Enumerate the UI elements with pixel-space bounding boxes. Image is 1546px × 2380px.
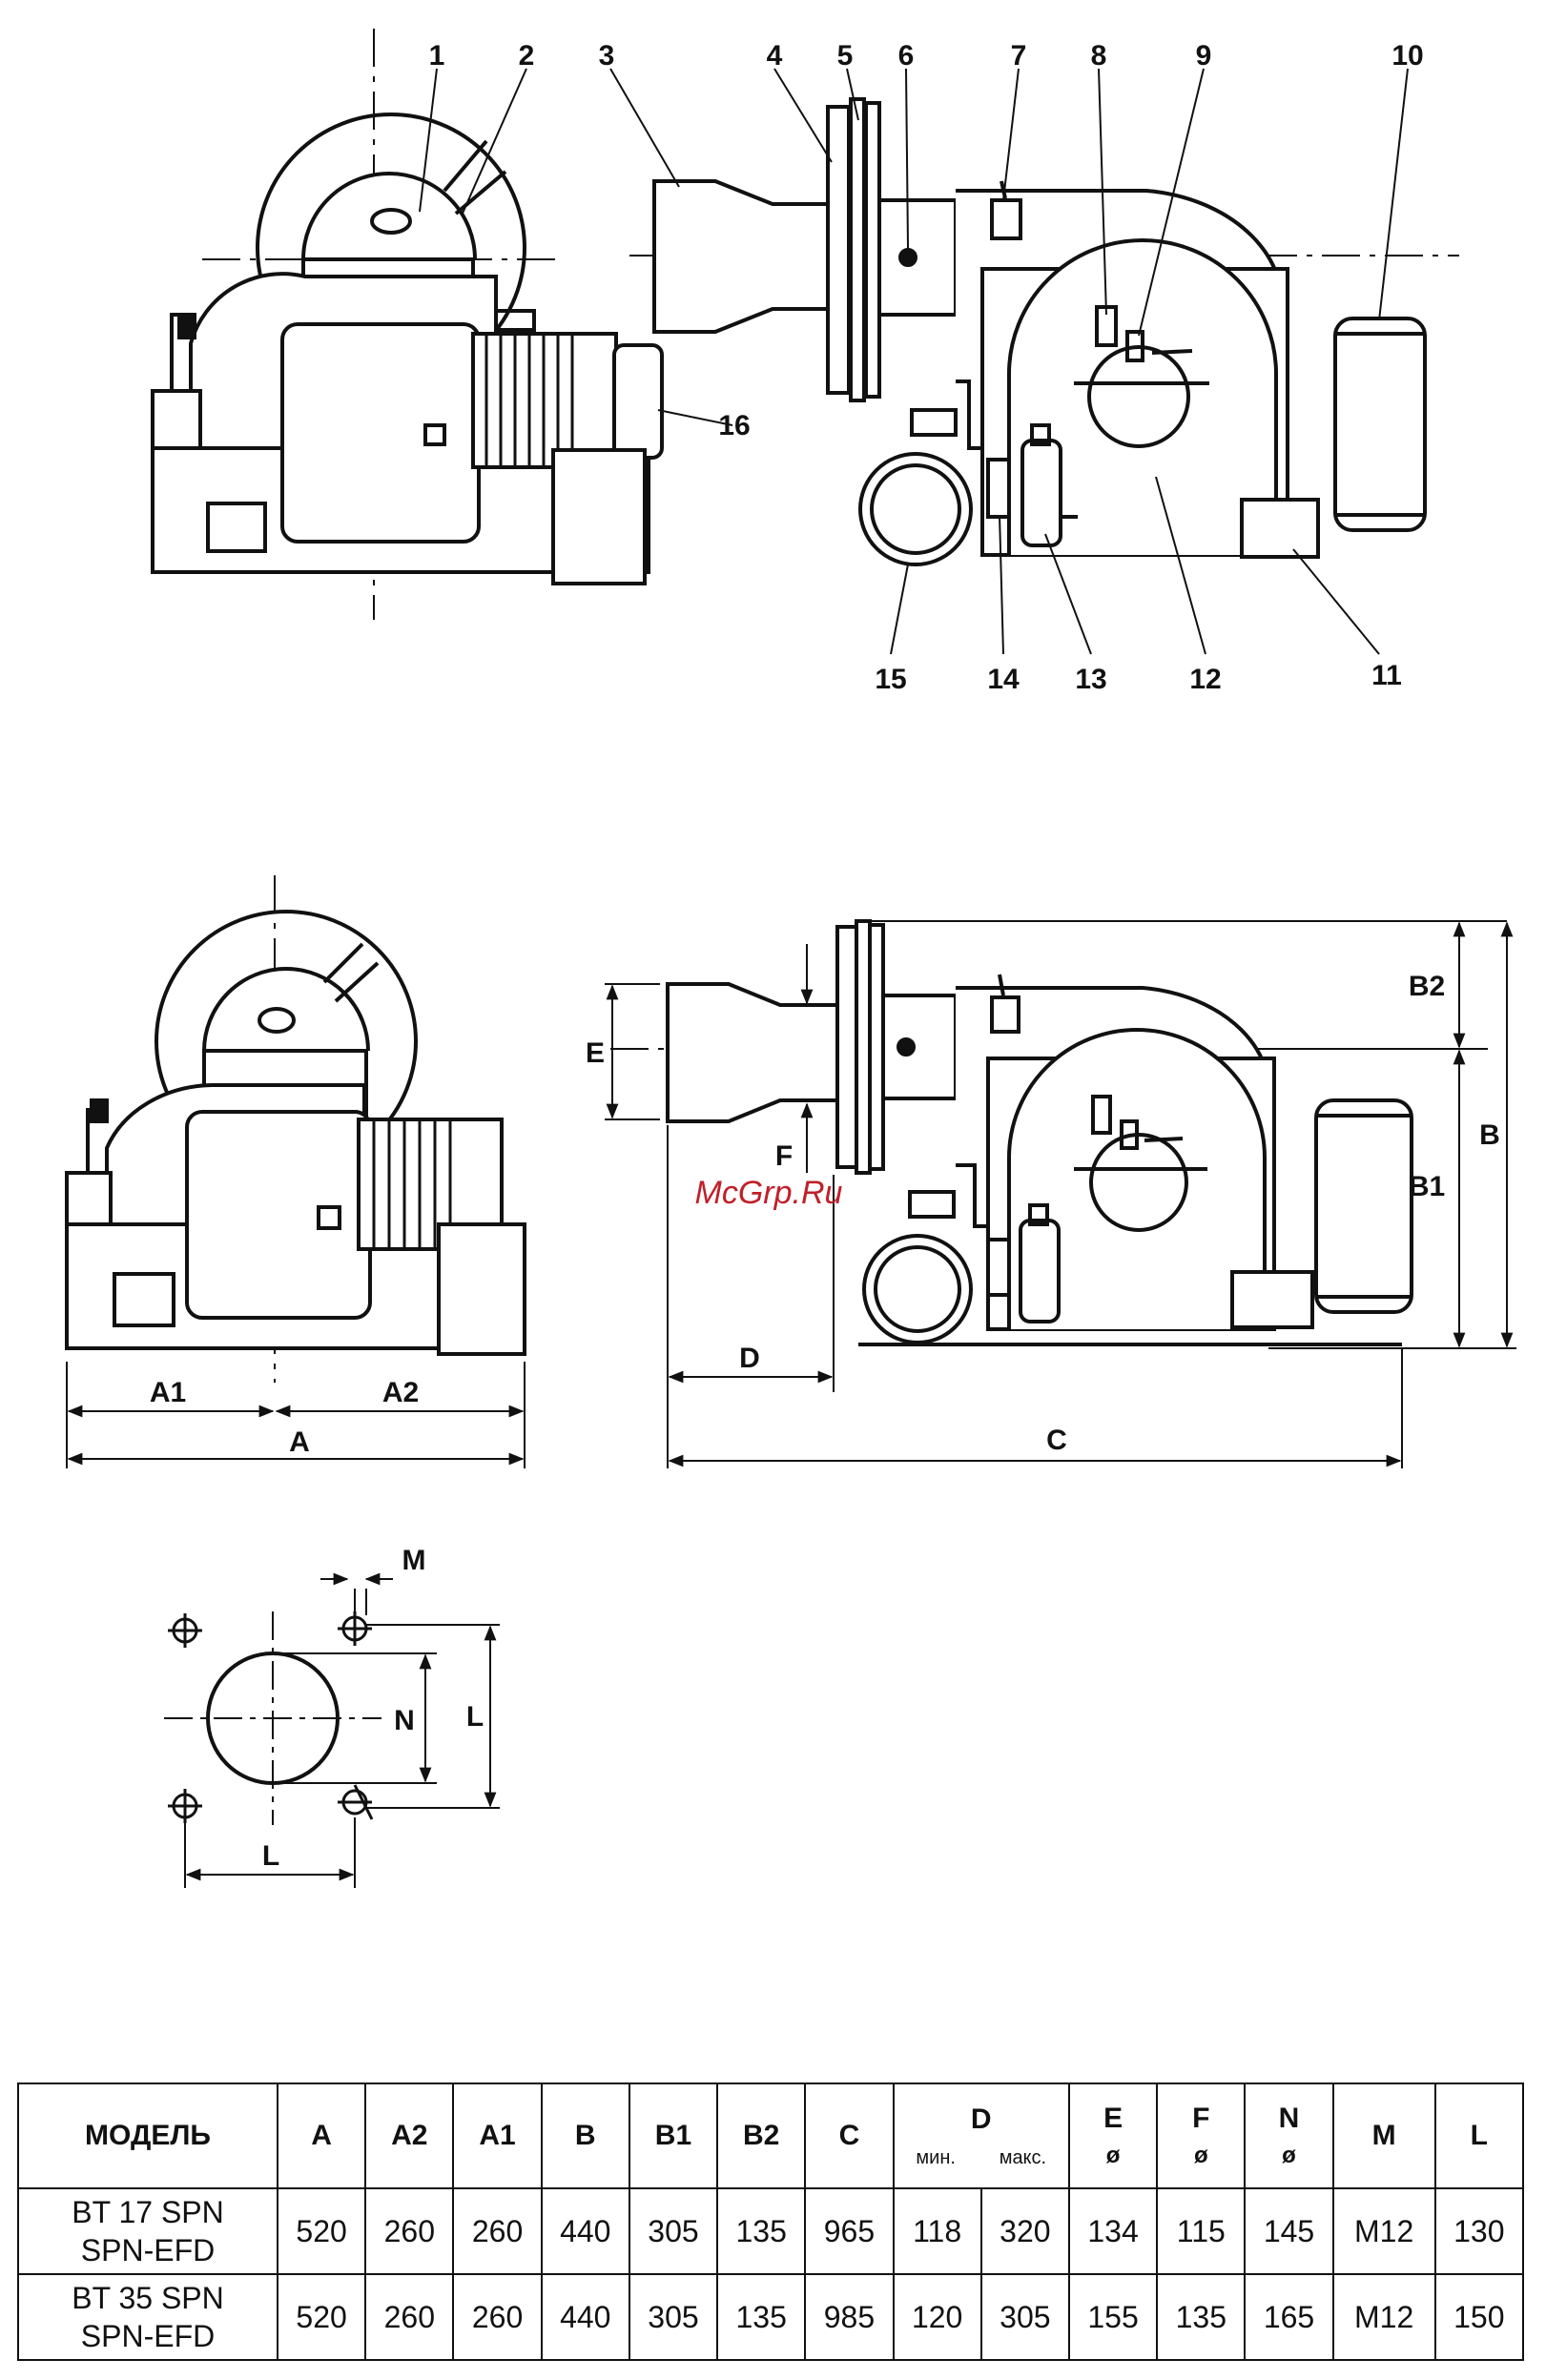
cell-l: 150: [1435, 2274, 1523, 2360]
dim-e-label: E: [586, 1037, 605, 1069]
header-e-title: E: [1103, 2103, 1123, 2134]
callout-16: 16: [718, 410, 750, 441]
front-view-top: [153, 29, 662, 620]
model-variant: SPN-EFD: [81, 2319, 215, 2353]
callout-6: 6: [898, 40, 915, 72]
header-e: E ø: [1069, 2083, 1157, 2188]
callout-11: 11: [1371, 660, 1402, 691]
header-a2: A2: [365, 2083, 453, 2188]
header-f-diameter: ø: [1158, 2143, 1244, 2169]
header-d-min: мин.: [916, 2147, 956, 2169]
cell-f: 135: [1157, 2274, 1245, 2360]
cell-b1: 305: [629, 2188, 717, 2274]
dim-b1-label: B1: [1409, 1171, 1445, 1202]
header-n-title: N: [1279, 2103, 1300, 2134]
header-c: C: [805, 2083, 893, 2188]
callout-14: 14: [987, 664, 1020, 695]
side-view-dimensioned: [610, 921, 1450, 1344]
header-m: M: [1333, 2083, 1435, 2188]
flange-mounting-pattern: [164, 1611, 381, 1825]
cell-b2: 135: [717, 2274, 805, 2360]
callout-8: 8: [1091, 40, 1107, 72]
callout-10: 10: [1391, 40, 1423, 72]
cell-c: 965: [805, 2188, 893, 2274]
table-row: BT 17 SPN SPN-EFD 520 260 260 440 305 135…: [18, 2188, 1523, 2274]
dim-b-label: B: [1479, 1119, 1500, 1151]
callout-3: 3: [599, 40, 615, 72]
model-name: BT 35 SPN: [72, 2281, 223, 2315]
cell-e: 134: [1069, 2188, 1157, 2274]
dim-a-label: A: [289, 1426, 310, 1458]
watermark: McGrp.Ru: [695, 1175, 843, 1211]
header-a: A: [278, 2083, 365, 2188]
cell-b1: 305: [629, 2274, 717, 2360]
callout-9: 9: [1196, 40, 1212, 72]
cell-f: 115: [1157, 2188, 1245, 2274]
header-n-diameter: ø: [1246, 2143, 1331, 2169]
callout-15: 15: [875, 664, 906, 695]
cell-a: 520: [278, 2274, 365, 2360]
cell-c: 985: [805, 2274, 893, 2360]
callout-12: 12: [1189, 664, 1221, 695]
callout-7: 7: [1011, 40, 1027, 72]
cell-model: BT 17 SPN SPN-EFD: [18, 2188, 278, 2274]
front-view-dimensioned: [67, 875, 525, 1383]
header-d-title: D: [971, 2103, 992, 2135]
header-f: F ø: [1157, 2083, 1245, 2188]
table-header-row: МОДЕЛЬ A A2 A1 B B1 B2 C D мин. макс. E …: [18, 2083, 1523, 2188]
header-d: D мин. макс.: [894, 2083, 1069, 2188]
cell-a: 520: [278, 2188, 365, 2274]
cell-a2: 260: [365, 2274, 453, 2360]
technical-drawing: 1 2 3 4 5 6 7 8 9 10 11 12 13 14 15 16: [0, 0, 1546, 2082]
cell-b2: 135: [717, 2188, 805, 2274]
header-e-diameter: ø: [1070, 2143, 1156, 2169]
dim-a2-label: A2: [382, 1377, 419, 1408]
header-l: L: [1435, 2083, 1523, 2188]
cell-m: M12: [1333, 2188, 1435, 2274]
callout-4: 4: [767, 40, 783, 72]
cell-n: 165: [1245, 2274, 1332, 2360]
cell-b: 440: [542, 2188, 629, 2274]
cell-d-min: 120: [894, 2274, 981, 2360]
dim-m-label: M: [402, 1545, 426, 1576]
cell-l: 130: [1435, 2188, 1523, 2274]
header-a1: A1: [453, 2083, 541, 2188]
header-model: МОДЕЛЬ: [18, 2083, 278, 2188]
dim-d-label: D: [739, 1343, 760, 1374]
cell-a2: 260: [365, 2188, 453, 2274]
header-b2: B2: [717, 2083, 805, 2188]
dim-c-label: C: [1046, 1425, 1067, 1456]
dim-n-label: N: [394, 1705, 415, 1736]
cell-m: M12: [1333, 2274, 1435, 2360]
header-d-max: макс.: [1000, 2147, 1046, 2169]
dim-l-vertical-label: L: [466, 1701, 484, 1733]
cell-n: 145: [1245, 2188, 1332, 2274]
cell-d-max: 305: [981, 2274, 1069, 2360]
dim-l-label: L: [262, 1840, 279, 1872]
cell-d-min: 118: [894, 2188, 981, 2274]
cell-e: 155: [1069, 2274, 1157, 2360]
header-f-title: F: [1192, 2103, 1209, 2134]
dim-f-label: F: [775, 1140, 793, 1172]
header-n: N ø: [1245, 2083, 1332, 2188]
table-row: BT 35 SPN SPN-EFD 520 260 260 440 305 135…: [18, 2274, 1523, 2360]
callout-5: 5: [837, 40, 854, 72]
dimensions-table: МОДЕЛЬ A A2 A1 B B1 B2 C D мин. макс. E …: [17, 2082, 1524, 2361]
dim-a1-label: A1: [150, 1377, 186, 1408]
callout-2: 2: [519, 40, 535, 72]
callout-1: 1: [429, 40, 445, 72]
callout-13: 13: [1075, 664, 1106, 695]
header-b: B: [542, 2083, 629, 2188]
model-name: BT 17 SPN: [72, 2195, 223, 2229]
header-b1: B1: [629, 2083, 717, 2188]
cell-b: 440: [542, 2274, 629, 2360]
cell-a1: 260: [453, 2188, 541, 2274]
model-variant: SPN-EFD: [81, 2233, 215, 2267]
dim-b2-label: B2: [1409, 971, 1445, 1002]
cell-model: BT 35 SPN SPN-EFD: [18, 2274, 278, 2360]
cell-d-max: 320: [981, 2188, 1069, 2274]
cell-a1: 260: [453, 2274, 541, 2360]
side-view-top: [629, 99, 1459, 564]
